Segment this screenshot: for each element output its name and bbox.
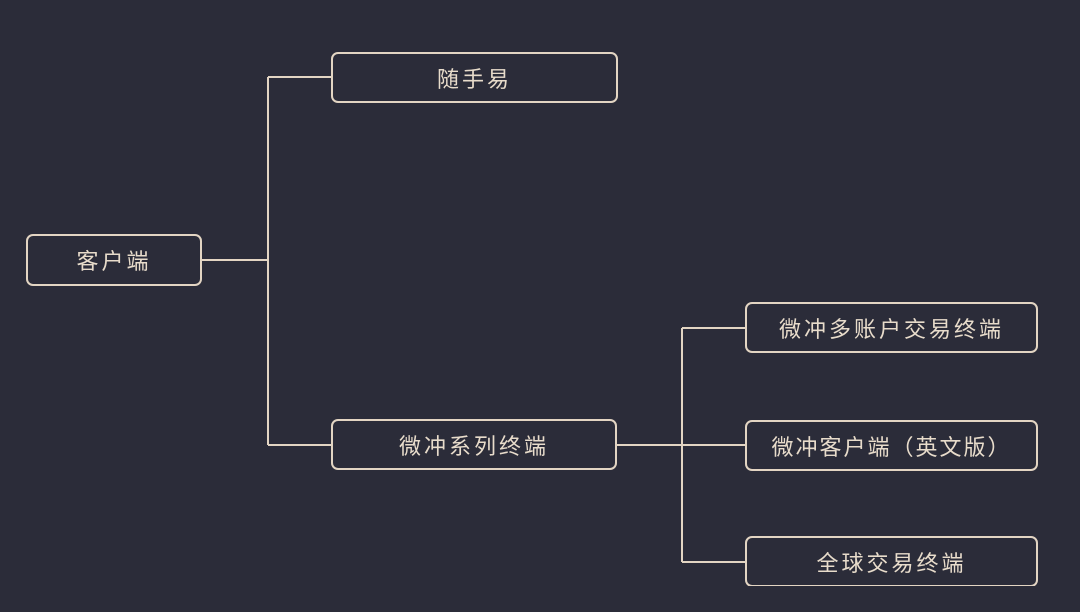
node-multi-account-terminal[interactable]: 微冲多账户交易终端: [745, 302, 1038, 353]
node-label: 微冲多账户交易终端: [778, 317, 1004, 343]
connector-series: [617, 327, 745, 563]
node-label: 客户端: [76, 250, 152, 275]
node-label: 微冲客户端（英文版）: [771, 435, 1012, 461]
node-label: 随手易: [436, 67, 512, 93]
node-root[interactable]: 客户端: [26, 234, 202, 286]
node-label: 微冲系列终端: [398, 434, 549, 460]
node-suishouyi[interactable]: 随手易: [331, 52, 618, 103]
node-global-terminal[interactable]: 全球交易终端: [745, 536, 1038, 587]
canvas-edge: [0, 586, 1080, 612]
node-english-client[interactable]: 微冲客户端（英文版）: [745, 420, 1038, 471]
connector-root: [202, 76, 331, 446]
node-label: 全球交易终端: [816, 551, 967, 577]
node-weichong-series[interactable]: 微冲系列终端: [331, 419, 617, 470]
